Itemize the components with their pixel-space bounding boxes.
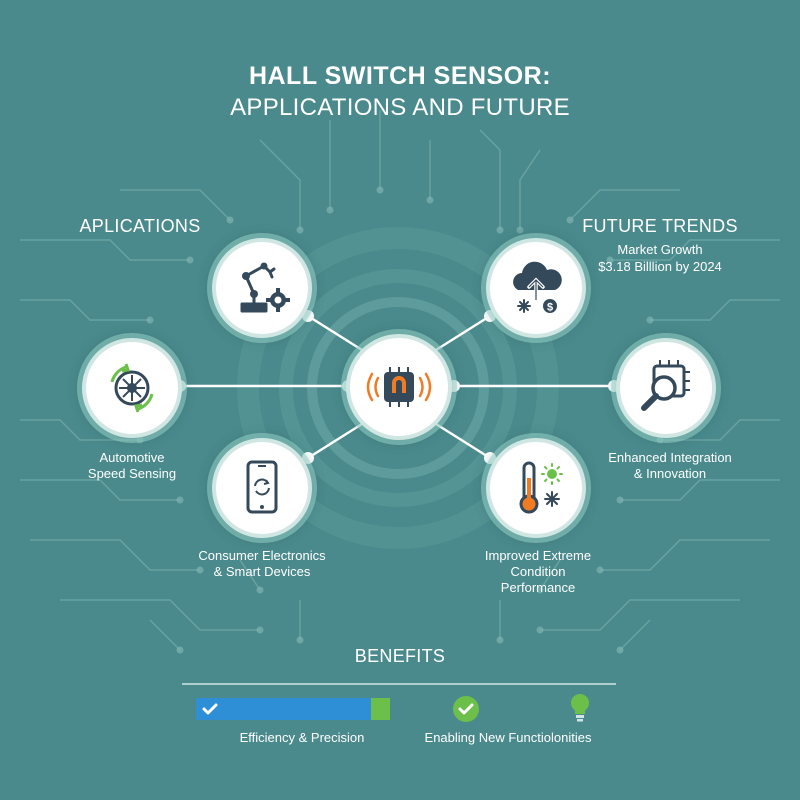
svg-text:$: $	[547, 302, 553, 314]
hall-sensor-node	[346, 334, 452, 440]
circuit-node-dot	[256, 626, 264, 634]
circuit-trace	[539, 559, 561, 591]
market-growth-node: $	[486, 238, 586, 338]
applications-heading: APLICATIONS	[79, 216, 201, 236]
circuit-trace	[239, 559, 261, 591]
circuit-node-dot	[376, 186, 384, 194]
extreme-conditions-node	[486, 438, 586, 538]
automotive-label-2: Speed Sensing	[87, 466, 177, 481]
check-bar-icon	[202, 703, 218, 715]
circuit-node-dot	[256, 586, 264, 594]
consumer-electronics-label-1: Consumer Electronics	[198, 548, 326, 563]
integration-node	[616, 338, 716, 438]
circuit-trace	[20, 419, 140, 441]
circuit-trace	[519, 149, 541, 230]
extreme-condition-label-1: Improved Extreme	[484, 548, 592, 563]
center-rings	[237, 227, 559, 549]
circuit-trace	[20, 479, 180, 501]
circuit-node-dot	[226, 216, 234, 224]
circuit-node-dot	[326, 206, 334, 214]
extreme-condition-label-3: Performance	[500, 580, 576, 595]
circuit-trace	[120, 189, 231, 221]
circuit-node-dot	[426, 196, 434, 204]
automotive-node	[82, 338, 182, 438]
robot-arm-icon	[240, 262, 290, 313]
cloud-upload-icon: $	[513, 261, 562, 314]
circuit-trace	[600, 539, 770, 571]
page-subtitle: APPLICATIONS AND FUTURE	[230, 94, 570, 121]
circuit-node-dot	[656, 436, 664, 444]
chip-magnifier-icon	[641, 360, 690, 411]
circuit-node-dot	[176, 496, 184, 504]
circuit-trace	[149, 619, 181, 651]
page-title: HALL SWITCH SENSOR:	[248, 62, 552, 90]
consumer-electronics-node	[212, 438, 312, 538]
circuit-trace	[620, 479, 780, 501]
circuit-trace	[60, 599, 260, 631]
circuit-node-dot	[296, 636, 304, 644]
connectors	[180, 314, 614, 460]
circuit-node-dot	[496, 226, 504, 234]
benefits-heading: BENEFITS	[354, 646, 446, 666]
circuit-trace	[540, 599, 740, 631]
circuit-node-dot	[146, 316, 154, 324]
circuit-trace	[259, 139, 301, 230]
hall-sensor-chip-icon	[366, 367, 432, 407]
check-circle-icon	[453, 696, 479, 722]
circuit-node-dot	[596, 566, 604, 574]
efficiency-precision-label: Efficiency & Precision	[239, 730, 365, 745]
circuit-trace	[20, 299, 150, 321]
wheel-speed-icon	[110, 363, 154, 413]
automotive-label-1: Automotive	[99, 450, 165, 465]
circuit-node-dot	[136, 436, 144, 444]
new-functionalities-label: Enabling New Functiolonities	[424, 730, 592, 745]
circuit-node-dot	[536, 626, 544, 634]
circuit-node-dot	[606, 256, 614, 264]
integration-label-1: Enhanced Integration	[608, 450, 732, 465]
market-growth-value: $3.18 Billlion by 2024	[598, 259, 722, 274]
thermometer-icon	[519, 461, 563, 514]
circuit-node-dot	[176, 646, 184, 654]
circuit-trace	[660, 419, 780, 441]
circuit-trace	[30, 539, 200, 571]
circuit-node-dot	[516, 226, 524, 234]
circuit-node-dot	[496, 636, 504, 644]
circuit-node-dot	[186, 256, 194, 264]
circuit-trace	[20, 239, 190, 261]
circuit-trace	[569, 189, 680, 221]
extreme-condition-label-2: Condition	[510, 564, 566, 579]
industrial-robot-node	[212, 238, 312, 338]
circuit-node-dot	[536, 586, 544, 594]
circuit-node-dot	[296, 226, 304, 234]
circuit-node-dot	[616, 496, 624, 504]
circuit-trace	[619, 619, 651, 651]
efficiency-progress-fill	[196, 698, 371, 720]
circuit-trace	[479, 129, 501, 230]
market-growth-label: Market Growth	[617, 242, 703, 257]
consumer-electronics-label-2: & Smart Devices	[213, 564, 311, 579]
circuit-node-dot	[196, 566, 204, 574]
efficiency-progress-bar	[196, 698, 390, 720]
circuit-trace	[650, 299, 780, 321]
circuit-trace	[610, 239, 780, 261]
circuit-node-dot	[566, 216, 574, 224]
circuit-node-dot	[646, 316, 654, 324]
integration-label-2: & Innovation	[633, 466, 707, 481]
future-trends-heading: FUTURE TRENDS	[582, 216, 738, 236]
smartphone-icon	[246, 460, 278, 514]
lightbulb-icon	[570, 693, 590, 722]
circuit-node-dot	[616, 646, 624, 654]
